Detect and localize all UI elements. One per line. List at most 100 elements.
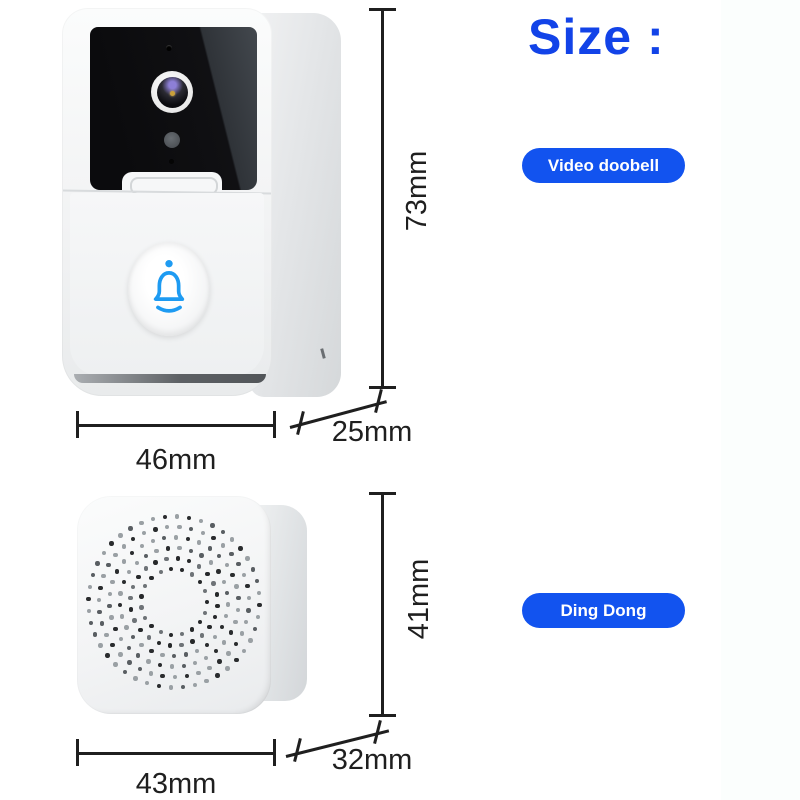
chime-name-badge: Ding Dong [522, 593, 685, 628]
speaker-hole-icon [205, 571, 210, 577]
speaker-hole-icon [215, 673, 220, 678]
speaker-hole-icon [168, 685, 174, 690]
speaker-hole-icon [233, 619, 238, 624]
speaker-hole-icon [189, 627, 195, 632]
speaker-hole-icon [215, 603, 220, 609]
speaker-hole-icon [154, 548, 159, 554]
speaker-hole-icon [156, 640, 162, 646]
speaker-hole-icon [139, 605, 144, 610]
dimension-tick [369, 714, 396, 717]
speaker-hole-icon [207, 665, 212, 671]
speaker-hole-icon [203, 589, 208, 594]
speaker-hole-icon [144, 680, 150, 686]
speaker-hole-icon [185, 536, 191, 542]
speaker-hole-icon [177, 546, 182, 551]
doorbell-depth-label: 25mm [331, 416, 413, 448]
speaker-hole-icon [157, 662, 163, 668]
speaker-hole-icon [230, 537, 235, 542]
speaker-hole-icon [160, 673, 165, 679]
speaker-hole-icon [174, 514, 180, 519]
speaker-hole-icon [220, 543, 226, 548]
speaker-hole-icon [162, 514, 168, 520]
speaker-hole-icon [118, 652, 123, 657]
speaker-hole-icon [142, 615, 148, 620]
speaker-hole-icon [117, 602, 123, 608]
speaker-hole-icon [158, 630, 163, 635]
speaker-hole-icon [121, 544, 126, 549]
speaker-hole-icon [190, 639, 195, 644]
chime-width-label: 43mm [135, 768, 217, 800]
speaker-hole-icon [121, 559, 127, 564]
chime-front-face [77, 496, 271, 714]
speaker-hole-icon [179, 567, 185, 573]
speaker-hole-icon [186, 558, 192, 564]
speaker-hole-icon [255, 615, 261, 620]
speaker-hole-icon [142, 584, 148, 589]
speaker-hole-icon [141, 531, 147, 536]
speaker-hole-icon [233, 641, 239, 647]
speaker-hole-icon [128, 526, 133, 531]
speaker-hole-icon [143, 553, 149, 559]
speaker-hole-icon [234, 584, 239, 589]
dimension-tick [273, 739, 276, 766]
speaker-hole-icon [113, 662, 118, 667]
speaker-hole-icon [107, 603, 112, 608]
speaker-hole-icon [226, 651, 231, 656]
speaker-hole-icon [221, 579, 227, 584]
speaker-hole-icon [216, 553, 222, 558]
speaker-hole-icon [217, 659, 222, 664]
speaker-hole-icon [132, 618, 137, 623]
speaker-hole-icon [203, 655, 209, 661]
speaker-hole-icon [172, 653, 177, 659]
dimension-tick [369, 8, 396, 11]
camera-ring [151, 71, 193, 113]
dimension-line [381, 8, 384, 389]
speaker-hole-icon [128, 607, 134, 612]
speaker-hole-icon [250, 567, 256, 572]
speaker-hole-icon [131, 536, 136, 542]
speaker-hole-icon [198, 518, 204, 524]
speaker-hole-icon [208, 560, 214, 565]
speaker-hole-icon [153, 560, 158, 565]
speaker-hole-icon [197, 579, 203, 584]
speaker-hole-icon [134, 560, 139, 566]
speaker-hole-icon [194, 648, 200, 654]
speaker-hole-icon [188, 548, 194, 553]
doorbell-width-label: 46mm [135, 444, 217, 476]
speaker-hole-icon [139, 594, 144, 599]
page-title: Size : [528, 9, 665, 65]
bell-button [128, 242, 210, 336]
speaker-hole-icon [149, 648, 154, 654]
speaker-hole-icon [213, 634, 218, 639]
speaker-hole-icon [196, 670, 201, 676]
speaker-hole-icon [109, 541, 114, 546]
speaker-hole-icon [228, 630, 233, 635]
speaker-hole-icon [139, 520, 144, 526]
speaker-hole-icon [211, 536, 216, 541]
dimension-line [381, 493, 384, 716]
speaker-hole-icon [236, 596, 241, 601]
motion-sensor-icon [164, 132, 180, 148]
speaker-hole-icon [96, 597, 102, 602]
speaker-hole-icon [158, 569, 163, 574]
speaker-hole-icon [199, 553, 204, 558]
speaker-hole-icon [149, 575, 154, 580]
speaker-hole-icon [216, 569, 221, 574]
dimension-tick [76, 411, 79, 438]
speaker-hole-icon [225, 590, 230, 596]
speaker-hole-icon [149, 624, 154, 629]
dimension-tick [369, 386, 396, 389]
speaker-hole-icon [210, 523, 215, 528]
speaker-hole-icon [183, 652, 189, 657]
speaker-hole-icon [203, 610, 208, 615]
speaker-hole-icon [239, 631, 245, 636]
speaker-hole-icon [107, 591, 113, 597]
speaker-hole-icon [254, 578, 260, 584]
speaker-hole-icon [101, 550, 106, 556]
speaker-hole-icon [241, 648, 247, 653]
speaker-hole-icon [164, 556, 169, 562]
speaker-hole-icon [214, 592, 220, 597]
speaker-hole-icon [110, 580, 115, 585]
speaker-hole-icon [165, 525, 170, 530]
speaker-hole-icon [101, 573, 106, 579]
